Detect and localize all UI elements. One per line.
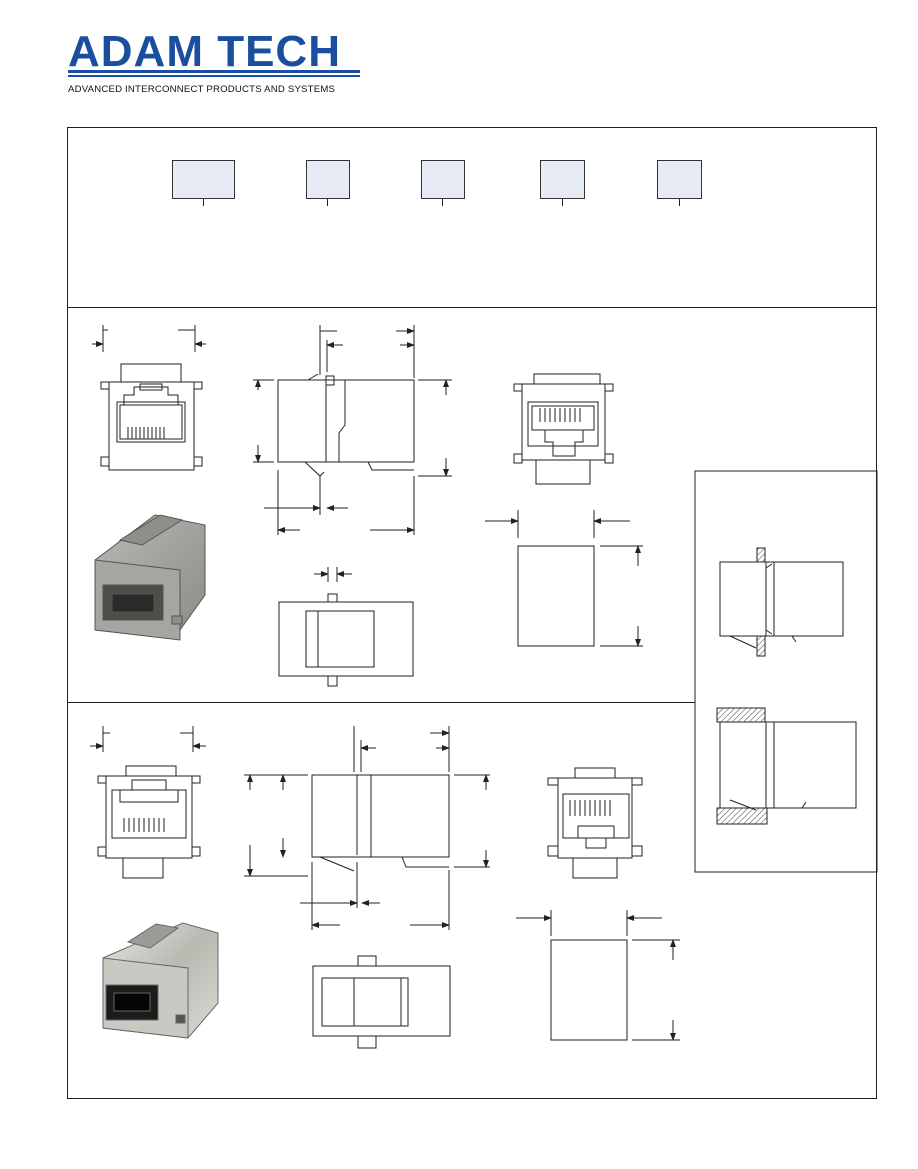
part-number-tick: [562, 199, 563, 206]
rj45-jack-top-view: [278, 567, 414, 687]
part-number-box-2: [306, 160, 350, 199]
rj45-jack-rear-view: [513, 373, 614, 485]
part-number-box-5: [657, 160, 702, 199]
part-number-box-series: [172, 160, 235, 199]
adam-tech-logo: ADAM TECH: [66, 30, 366, 100]
logo-wordmark: ADAM TECH: [68, 30, 341, 76]
panel-mounting-shielded: [716, 707, 857, 825]
section-divider-top: [67, 307, 877, 308]
shielded-jack-rear-view: [547, 767, 643, 879]
shielded-panel-cutout-dimension: [516, 910, 680, 1041]
panel-mounting-unshielded: [719, 547, 844, 657]
part-number-box-3: [421, 160, 465, 199]
shielded-jack-front-view: [90, 726, 206, 879]
section-divider-middle: [67, 702, 695, 703]
part-number-tick: [442, 199, 443, 206]
rj45-jack-front-view: [92, 325, 206, 471]
part-number-tick: [327, 199, 328, 206]
part-number-box-4: [540, 160, 585, 199]
rj45-jack-side-view: [253, 325, 452, 535]
company-tagline: ADVANCED INTERCONNECT PRODUCTS AND SYSTE…: [68, 84, 336, 95]
panel-cutout-dimension: [485, 510, 643, 647]
shielded-rj45-jack-photo: [102, 922, 219, 1039]
rj45-jack-photo: [94, 514, 206, 641]
panel-mounting-box: [694, 470, 878, 873]
part-number-tick: [203, 199, 204, 206]
part-number-tick: [679, 199, 680, 206]
shielded-jack-side-view: [244, 726, 490, 930]
shielded-jack-top-view: [312, 955, 451, 1049]
